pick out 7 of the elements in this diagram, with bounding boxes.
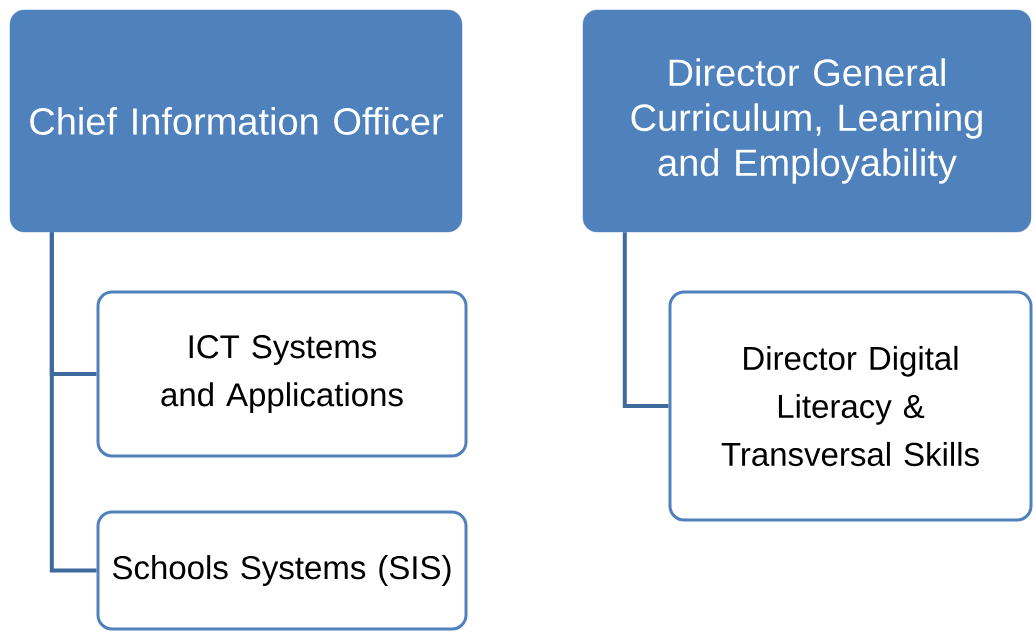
connector-line bbox=[622, 232, 669, 408]
heading-box: Director General Curriculum, Learning and Employability bbox=[582, 9, 1032, 233]
heading-box: Chief Information Officer bbox=[9, 9, 463, 233]
unit-box: ICT Systems and Applications bbox=[96, 290, 468, 458]
unit-box: Director Digital Literacy & Transversal Skills bbox=[668, 290, 1033, 522]
unit-box: Schools Systems (SIS) bbox=[96, 510, 468, 631]
connector-line bbox=[49, 232, 97, 573]
